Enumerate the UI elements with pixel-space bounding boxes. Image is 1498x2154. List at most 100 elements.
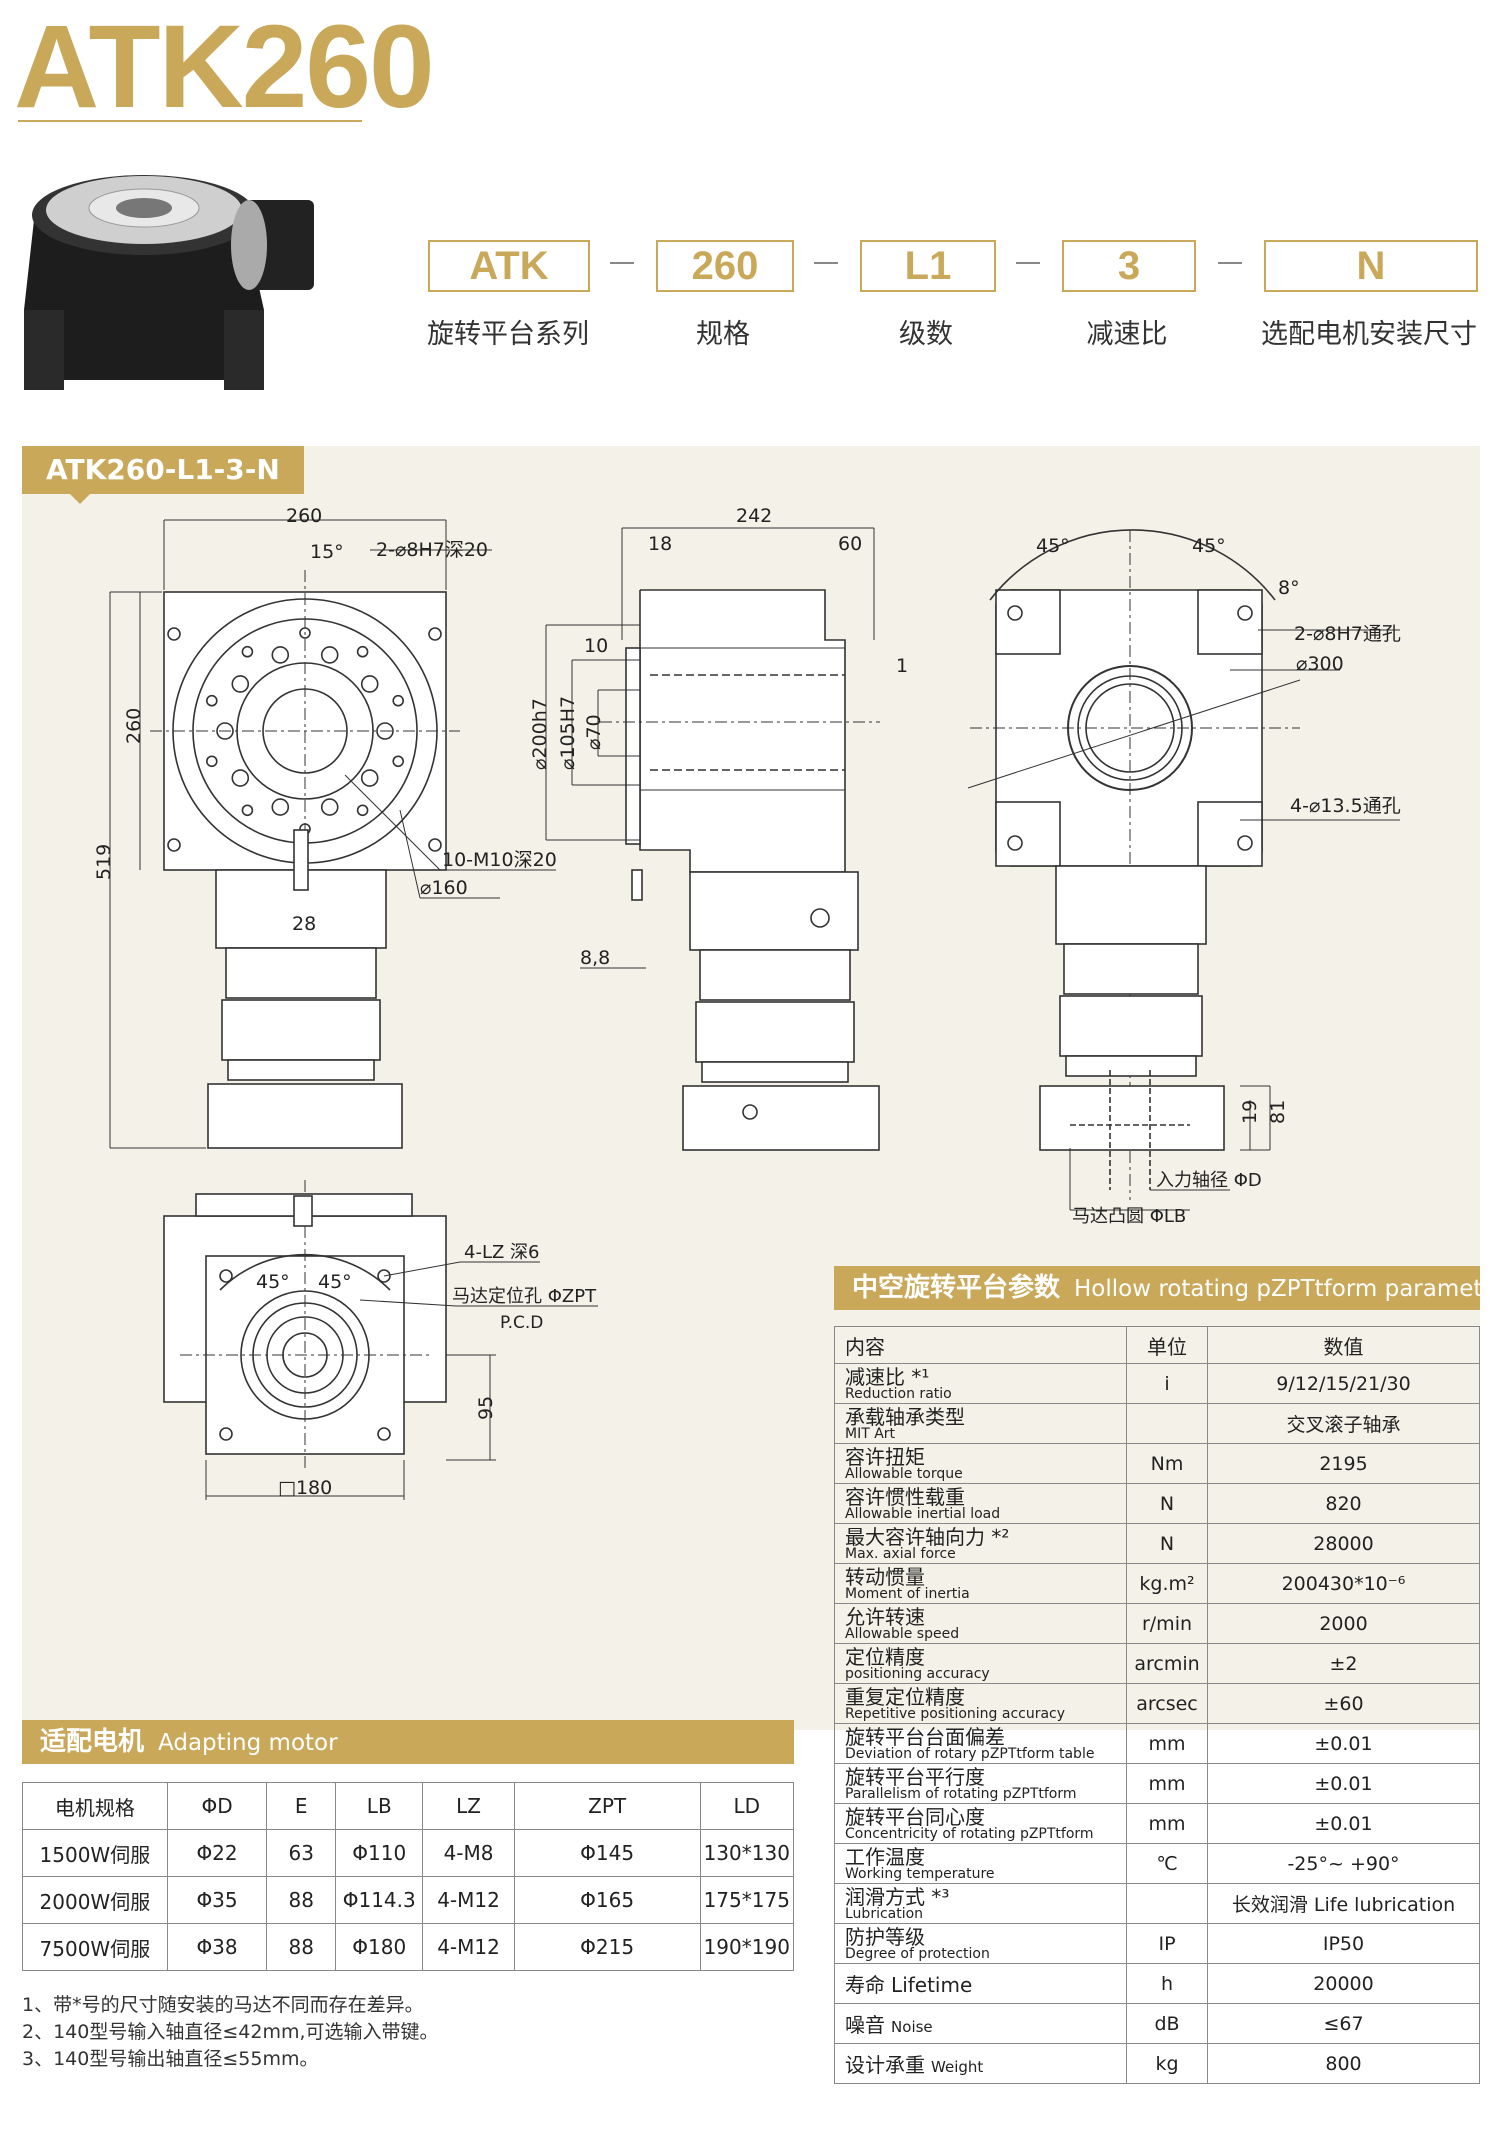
param-value: ±0.01	[1207, 1763, 1480, 1804]
param-item: 噪音 Noise	[834, 2003, 1127, 2044]
front-pin-holes: 2-⌀8H7深20	[376, 539, 488, 561]
motor-cell: 175*175	[699, 1876, 795, 1924]
param-item-en: Allowable torque	[845, 1465, 963, 1482]
bolt-hole	[356, 645, 369, 658]
motor-cell: 1500W伺服	[22, 1829, 168, 1877]
bolt-hole	[216, 722, 234, 740]
param-unit: N	[1126, 1483, 1208, 1524]
param-item-en: Weight	[931, 2058, 984, 2076]
front-view	[109, 519, 556, 1149]
param-value: 800	[1207, 2043, 1480, 2084]
param-item-zh: 定位精度	[845, 1644, 925, 1669]
dim-front-width: 260	[286, 505, 322, 527]
param-value: ±60	[1207, 1683, 1480, 1724]
top-angle-2: 45°	[1192, 535, 1226, 557]
code-series: ATK	[428, 240, 590, 292]
bolt-hole	[205, 694, 218, 707]
motor-cell: 4-M12	[422, 1876, 515, 1924]
param-item-zh: 最大容许轴向力 *²	[845, 1524, 1010, 1549]
motor-cell: 7500W伺服	[22, 1923, 168, 1971]
code-dash	[814, 262, 838, 264]
param-value: 长效润滑 Life lubrication	[1207, 1883, 1480, 1924]
motor-cell: Φ22	[166, 1829, 268, 1877]
param-item-en: Lifetime	[891, 1973, 973, 1997]
param-unit: mm	[1126, 1803, 1208, 1844]
param-item-zh: 工作温度	[845, 1844, 925, 1869]
param-item-zh: 润滑方式 *³	[845, 1884, 950, 1909]
bottom-angle-1: 45°	[256, 1271, 290, 1293]
code-stage: L1	[860, 240, 996, 292]
param-item-zh: 承载轴承类型	[845, 1404, 965, 1429]
motor-cell: Φ215	[513, 1923, 701, 1971]
param-item-zh: 允许转速	[845, 1604, 925, 1629]
dim-side-total: 242	[736, 505, 772, 527]
param-item-en: positioning accuracy	[845, 1665, 990, 1682]
dim-side-8-8: 8,8	[580, 947, 610, 969]
param-item-zh: 容许惯性载重	[845, 1484, 965, 1509]
param-unit: r/min	[1126, 1603, 1208, 1644]
code-size-label: 规格	[696, 319, 750, 350]
param-value: ±0.01	[1207, 1803, 1480, 1844]
param-unit	[1126, 1403, 1208, 1444]
motor-header-cell: LZ	[422, 1782, 515, 1830]
param-item-zh: 旋转平台平行度	[845, 1764, 985, 1789]
param-unit: arcmin	[1126, 1643, 1208, 1684]
param-item: 寿命 Lifetime	[834, 1963, 1127, 2004]
param-item-zh: 旋转平台同心度	[845, 1804, 985, 1829]
motor-cell: Φ35	[166, 1876, 268, 1924]
dim-bottom-square: □180	[278, 1477, 332, 1499]
side-view	[545, 527, 880, 1151]
motor-cell: 130*130	[699, 1829, 795, 1877]
bottom-tapped: 4-LZ 深6	[464, 1242, 539, 1263]
param-item-en: Lubrication	[845, 1905, 924, 1922]
bottom-pcd-label: P.C.D	[500, 1313, 543, 1333]
motor-title-zh: 适配电机	[40, 1727, 145, 1757]
motor-cell: 88	[266, 1923, 337, 1971]
param-value: 2000	[1207, 1603, 1480, 1644]
code-stage-label: 级数	[899, 319, 953, 350]
code-motor: N	[1264, 240, 1478, 292]
param-unit: h	[1126, 1963, 1208, 2004]
motor-cell: 63	[266, 1829, 337, 1877]
param-item-en: Allowable inertial load	[845, 1505, 1001, 1522]
motor-header-cell: LD	[699, 1782, 795, 1830]
param-item-zh: 重复定位精度	[845, 1684, 965, 1709]
param-unit: IP	[1126, 1923, 1208, 1964]
bolt-hole	[241, 645, 254, 658]
param-value: -25°~ +90°	[1207, 1843, 1480, 1884]
front-pcd: ⌀160	[420, 877, 468, 899]
motor-cell: Φ180	[335, 1923, 424, 1971]
code-dash	[1016, 262, 1040, 264]
dim-side-18: 18	[648, 533, 672, 555]
param-item-en: Deviation of rotary pZPTtform table	[845, 1745, 1095, 1762]
code-dash	[1218, 262, 1242, 264]
param-value: 交叉滚子轴承	[1207, 1403, 1480, 1444]
param-unit: Nm	[1126, 1443, 1208, 1484]
param-item-zh: 寿命	[845, 1973, 885, 1997]
dim-front-total: 519	[93, 844, 115, 880]
param-item-en: Reduction ratio	[845, 1385, 952, 1402]
top-pin-holes: 2-⌀8H7通孔	[1294, 623, 1401, 645]
dia-70: ⌀70	[583, 714, 605, 750]
notes: 1、带*号的尺寸随安装的马达不同而存在差异。 2、140型号输入轴直径≤42mm…	[22, 1992, 439, 2073]
